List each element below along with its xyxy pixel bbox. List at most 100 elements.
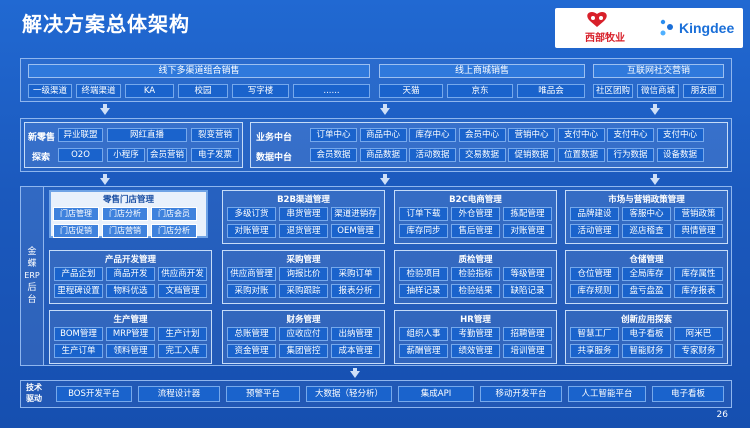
module-chip: MRP管理: [106, 327, 155, 341]
module-chip: 客服中心: [622, 207, 671, 221]
module-title: 市场与营销政策管理: [608, 195, 685, 205]
erp-side-label: 金 蝶 ERP 后 台: [20, 246, 44, 306]
data-center-chip: 设备数据: [656, 148, 704, 162]
tech-chip: 集成API: [398, 386, 474, 402]
flow-arrow: [100, 178, 110, 185]
module-chip: 库存报表: [674, 284, 723, 298]
xibu-logo-text: 西部牧业: [585, 33, 625, 44]
business-center-chip: 支付中心: [607, 128, 654, 142]
module-chip: 检验项目: [399, 267, 448, 281]
module-chip: 品牌建设: [570, 207, 619, 221]
module-chip: 共享服务: [570, 344, 619, 358]
channel-chip: 微信商城: [637, 84, 679, 98]
channel-chip: 京东: [447, 84, 513, 98]
module-chip: 智能财务: [622, 344, 671, 358]
data-center-chip: 活动数据: [409, 148, 456, 162]
module-chip: 活动管理: [570, 224, 619, 238]
module-chip: 集团管控: [279, 344, 328, 358]
tech-chip: 移动开发平台: [480, 386, 562, 402]
module-chip: BOM管理: [54, 327, 103, 341]
tech-chip: 大数据（轻分析）: [306, 386, 392, 402]
center-panel: [20, 118, 732, 172]
tech-chip: BOS开发平台: [56, 386, 132, 402]
flow-arrow: [653, 174, 657, 178]
new-retail-chip: O2O: [58, 148, 103, 162]
module-chip: 成本管理: [331, 344, 380, 358]
module-chip: 生产订单: [54, 344, 103, 358]
page-number: 26: [716, 410, 728, 420]
module-chip: 检验结果: [451, 284, 500, 298]
channel-chip: 天猫: [379, 84, 443, 98]
channel-chip: 唯品会: [517, 84, 585, 98]
data-center-chip: 行为数据: [607, 148, 654, 162]
flow-arrow: [103, 174, 107, 178]
new-retail-chip: 裂变营销: [191, 128, 239, 142]
tech-label: 技术: [26, 383, 42, 392]
module-chip: 采购跟踪: [279, 284, 328, 298]
module-chip: 营销政策: [674, 207, 723, 221]
data-center-chip: 促销数据: [508, 148, 555, 162]
module-title: 创新应用探索: [620, 315, 672, 325]
erp-side-char: 蝶: [27, 259, 37, 269]
new-retail-label: 探索: [32, 153, 51, 163]
erp-side-char: 台: [27, 295, 37, 305]
module-chip: 对账管理: [227, 224, 276, 238]
flow-arrow: [383, 174, 387, 178]
new-retail-chip: 小程序: [107, 148, 145, 162]
module-title: 质检管理: [458, 255, 493, 265]
channel-chip: 写字楼: [232, 84, 289, 98]
module-chip: OEM管理: [331, 224, 380, 238]
erp-side-char: 后: [27, 283, 37, 293]
data-center-chip: 商品数据: [359, 148, 407, 162]
channel-chip: 终端渠道: [76, 84, 121, 98]
module-chip: 等级管理: [503, 267, 552, 281]
module-chip: 领料管理: [106, 344, 155, 358]
module-chip: 渠道进销存: [331, 207, 380, 221]
module-chip: 订单下载: [399, 207, 448, 221]
module-title: 财务管理: [286, 315, 321, 325]
module-chip: 产品企划: [54, 267, 103, 281]
xibu-emblem-icon: [587, 11, 607, 27]
channel-chip: 一级渠道: [28, 84, 72, 98]
module-chip: 采购对账: [227, 284, 276, 298]
flow-arrow: [650, 178, 660, 185]
kingdee-logo: Kingdee: [657, 17, 734, 39]
page-title: 解决方案总体架构: [22, 12, 190, 36]
module-chip: 培训管理: [503, 344, 552, 358]
new-retail-label: 新零售: [28, 133, 56, 143]
module-chip: 库存规则: [570, 284, 619, 298]
module-chip: 拣配管理: [503, 207, 552, 221]
module-chip: 采购订单: [331, 267, 380, 281]
module-title: 生产管理: [113, 315, 148, 325]
module-chip: 商品开发: [106, 267, 155, 281]
erp-side-panel: [20, 186, 44, 366]
flow-arrow: [653, 104, 657, 108]
module-chip: 阿米巴: [674, 327, 723, 341]
new-retail-chip: 异业联盟: [58, 128, 103, 142]
module-chip: 招聘管理: [503, 327, 552, 341]
flow-arrow: [350, 371, 360, 378]
erp-side-char: 金: [27, 247, 37, 257]
flow-arrow: [380, 108, 390, 115]
channel-chip: 校园: [178, 84, 228, 98]
tech-chip: 电子看板: [652, 386, 724, 402]
channel-header-social: 互联网社交营销: [593, 64, 724, 78]
flow-arrow: [650, 108, 660, 115]
module-chip: 门店会员: [151, 207, 197, 221]
flow-arrow: [380, 178, 390, 185]
module-chip: 供应商管理: [227, 267, 276, 281]
business-center-chip: 订单中心: [310, 128, 357, 142]
module-title: 采购管理: [286, 255, 321, 265]
module-chip: 询报比价: [279, 267, 328, 281]
flow-arrow: [383, 104, 387, 108]
module-chip: 外仓管理: [451, 207, 500, 221]
tech-chip: 预警平台: [226, 386, 300, 402]
module-chip: 抽样记录: [399, 284, 448, 298]
channel-header-online: 线上商城销售: [379, 64, 585, 78]
business-center-chip: 支付中心: [656, 128, 704, 142]
module-chip: 舆情管理: [674, 224, 723, 238]
tech-label: 驱动: [26, 394, 42, 403]
module-chip: 仓位管理: [570, 267, 619, 281]
module-chip: 绩效管理: [451, 344, 500, 358]
channel-chip: ......: [293, 84, 370, 98]
